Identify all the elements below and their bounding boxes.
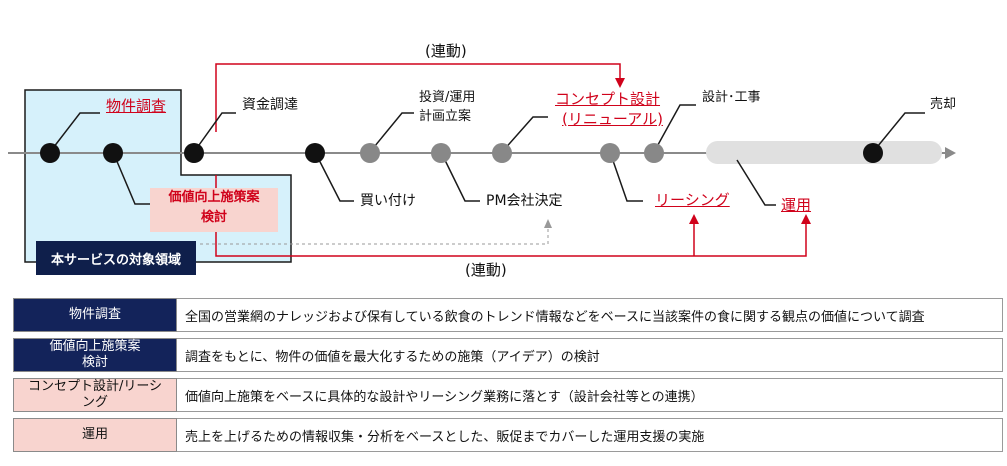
milestone-dot	[492, 143, 512, 163]
table-row: コンセプト設計/リーシング価値向上施策をベースに具体的な設計やリーシング業務に落…	[13, 378, 1003, 412]
step-kaitsuke: 買い付け	[360, 193, 416, 209]
step-shikin: 資金調達	[242, 97, 298, 113]
link-bottom-label: (連動)	[465, 261, 507, 279]
row-header-text: 価値向上施策案	[49, 339, 141, 354]
dashed-link-arrowhead	[544, 219, 552, 228]
step-toushi-line1: 投資/運用	[419, 90, 476, 105]
step-pm: PM会社決定	[486, 193, 563, 209]
scope-label: 本サービスの対象領域	[36, 241, 196, 275]
link-top-arrowhead	[615, 78, 625, 88]
table-row: 価値向上施策案検討調査をもとに、物件の価値を最大化するための施策（アイデア）の検…	[13, 338, 1003, 372]
row-header-text: 検討	[81, 355, 108, 370]
dashed-link	[200, 226, 549, 245]
description-table-body: 物件調査 全国の営業網のナレッジおよび保有している飲食のトレンド情報などをベースに…	[13, 298, 1003, 452]
operation-band	[706, 141, 942, 164]
step-baikyaku: 売却	[930, 97, 957, 112]
milestone-dot	[305, 143, 325, 163]
link-top-label: (連動)	[425, 42, 467, 60]
row-header-text: コンセプト設計/リーシング	[27, 379, 163, 410]
table-row: 運用 売上を上げるための情報収集・分析をベースとした、販促までカバーした運用支援の…	[13, 418, 1003, 452]
step-concept-line2: (リニューアル)	[562, 110, 663, 128]
step-kachi-line2: 検討	[200, 210, 227, 225]
timeline-arrowhead	[945, 147, 956, 159]
milestone-dot	[360, 143, 380, 163]
row-description: 価値向上施策をベースに具体的な設計やリーシング業務に落とす（設計会社等との連携）	[177, 378, 1003, 412]
link-bottom-arrowhead-leasing	[689, 214, 699, 224]
table-row: 物件調査 全国の営業網のナレッジおよび保有している飲食のトレンド情報などをベースに…	[13, 298, 1003, 332]
row-header: コンセプト設計/リーシング	[13, 378, 177, 412]
milestone-dot	[863, 143, 883, 163]
link-top-line	[215, 63, 621, 132]
step-kachi-box: 価値向上施策案 検討	[150, 188, 278, 232]
milestones	[40, 143, 883, 163]
row-header-text: 運用	[81, 427, 108, 442]
row-description: 売上を上げるための情報収集・分析をベースとした、販促までカバーした運用支援の実施	[177, 418, 1003, 452]
link-bottom-arrowhead-unyo	[801, 214, 811, 224]
row-header-text: 物件調査	[68, 307, 121, 322]
row-header: 物件調査	[13, 298, 177, 332]
milestone-dot	[40, 143, 60, 163]
row-description: 調査をもとに、物件の価値を最大化するための施策（アイデア）の検討	[177, 338, 1003, 372]
milestone-dot	[103, 143, 123, 163]
step-toushi-line2: 計画立案	[419, 109, 472, 124]
step-kachi-line1: 価値向上施策案	[168, 190, 260, 205]
milestone-dot	[184, 143, 204, 163]
milestone-dot	[600, 143, 620, 163]
step-concept-line1: コンセプト設計	[555, 90, 661, 108]
callout-lines	[49, 104, 925, 206]
milestone-dot	[644, 143, 664, 163]
process-diagram: (連動) (連動) 物件調査 資金調達 投資/運用 計画立案 コンセプト設計 (…	[8, 42, 957, 279]
description-table: 物件調査 全国の営業網のナレッジおよび保有している飲食のトレンド情報などをベースに…	[13, 292, 1003, 458]
step-bukken: 物件調査	[106, 97, 167, 115]
scope-region	[24, 89, 292, 263]
row-description: 全国の営業網のナレッジおよび保有している飲食のトレンド情報などをベースに当該案件…	[177, 298, 1003, 332]
row-header: 価値向上施策案検討	[13, 338, 177, 372]
step-leasing: リーシング	[655, 191, 730, 209]
milestone-dot	[431, 143, 451, 163]
step-sekkei: 設計･工事	[702, 90, 761, 105]
step-unyo: 運用	[781, 196, 812, 214]
row-header: 運用	[13, 418, 177, 452]
